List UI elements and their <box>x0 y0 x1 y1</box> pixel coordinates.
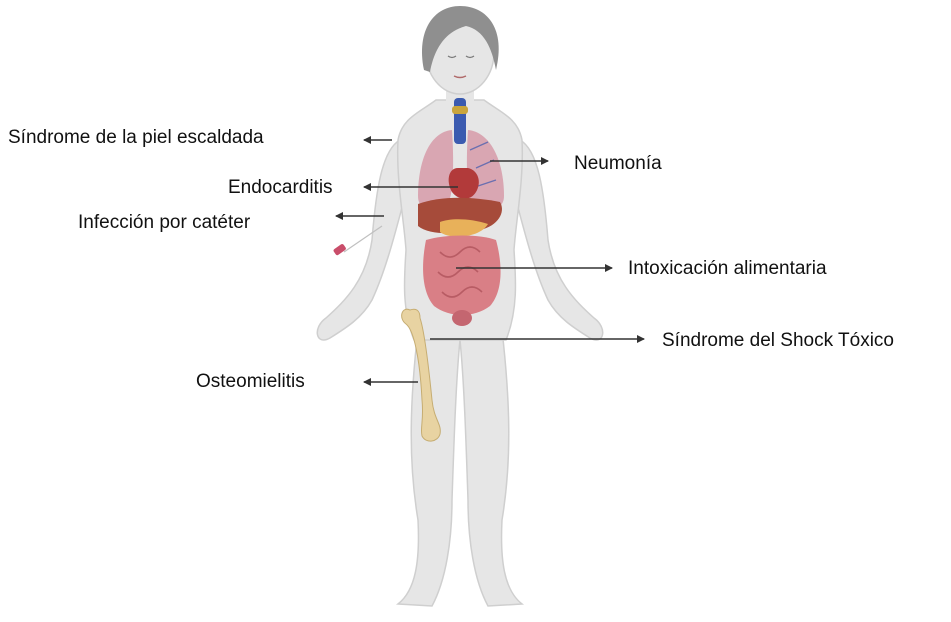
trachea-icon <box>452 98 468 144</box>
label-catheter: Infección por catéter <box>78 212 250 234</box>
label-pneumonia: Neumonía <box>574 153 662 175</box>
label-scalded-skin: Síndrome de la piel escaldada <box>8 127 264 149</box>
label-endocarditis: Endocarditis <box>228 177 333 199</box>
label-toxic-shock: Síndrome del Shock Tóxico <box>662 330 894 352</box>
right-leg <box>460 330 522 606</box>
label-osteomyelitis: Osteomielitis <box>196 371 305 393</box>
label-food-poisoning: Intoxicación alimentaria <box>628 258 827 280</box>
